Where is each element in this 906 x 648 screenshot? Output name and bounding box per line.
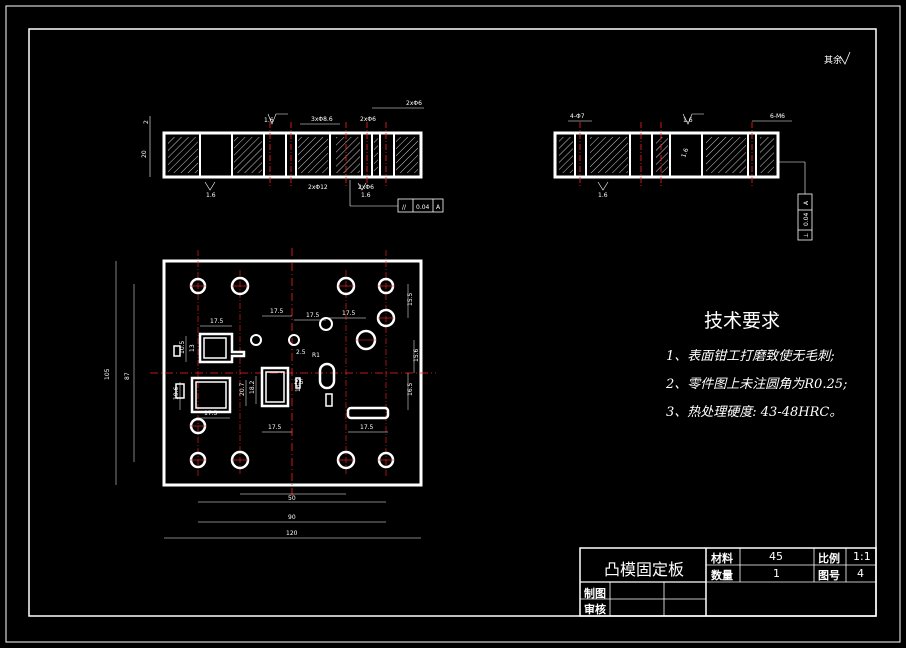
svg-text:17.5: 17.5	[268, 424, 282, 431]
part-name: 凸模固定板	[604, 560, 685, 579]
inner-frame	[28, 28, 877, 617]
quantity-value: 1	[773, 567, 780, 580]
svg-text:20.7: 20.7	[239, 382, 246, 396]
svg-text:16.5: 16.5	[407, 382, 414, 396]
dim-2: 2	[143, 120, 150, 124]
drafter-label: 制图	[584, 587, 606, 600]
svg-text:17.5: 17.5	[210, 318, 224, 325]
scale-label: 比例	[818, 552, 840, 565]
material-value: 45	[769, 550, 783, 563]
svg-text:17.5: 17.5	[342, 310, 356, 317]
svg-text:10.5: 10.5	[179, 340, 186, 354]
svg-text:13.5: 13.5	[295, 378, 302, 392]
tech-req-item-1: 1、表面钳工打磨致使无毛刺;	[666, 349, 835, 364]
svg-text:87: 87	[124, 372, 131, 380]
svg-text:2xΦ6: 2xΦ6	[360, 116, 376, 123]
svg-text:2.5: 2.5	[296, 349, 306, 356]
svg-text:2xΦ6: 2xΦ6	[406, 100, 422, 107]
svg-text:19.6: 19.6	[173, 386, 180, 400]
svg-text:13: 13	[189, 344, 196, 352]
front-view-left: 2 20 1.6 1.6 3xΦ8.6 2xΦ6 2xΦ6 2xΦ12 2xΦ6…	[141, 100, 444, 213]
svg-text:4-Φ7: 4-Φ7	[570, 113, 585, 120]
front-view-right: 4-Φ7 6-M6 1.6 1.6 1.6 A 0.04 ⊥	[553, 113, 813, 241]
svg-text:15.6: 15.6	[413, 348, 420, 362]
checker-label: 审核	[584, 603, 606, 616]
svg-text:1.6: 1.6	[683, 117, 693, 124]
tech-req-title: 技术要求	[704, 310, 781, 332]
svg-text:2xΦ12: 2xΦ12	[308, 184, 328, 191]
svg-text:105: 105	[104, 368, 111, 380]
svg-text:120: 120	[286, 530, 298, 537]
outer-frame	[5, 5, 901, 643]
svg-text:A: A	[436, 204, 441, 211]
svg-text:A: A	[803, 200, 810, 205]
svg-text:1.6: 1.6	[361, 192, 371, 199]
tech-req-item-3: 3、热处理硬度: 43-48HRC。	[666, 405, 843, 420]
dim-20: 20	[141, 150, 148, 158]
svg-text:17.5: 17.5	[204, 410, 218, 417]
svg-text:2.5: 2.5	[294, 379, 304, 386]
svg-text:1.6: 1.6	[598, 192, 608, 199]
title-block	[579, 547, 877, 617]
tech-req-item-2: 2、零件图上未注圆角为R0.25;	[666, 377, 848, 392]
quantity-label: 数量	[711, 569, 733, 582]
svg-text:50: 50	[288, 495, 296, 502]
svg-text:R1: R1	[312, 352, 320, 359]
svg-text:90: 90	[288, 514, 296, 521]
drawing-no-label: 图号	[818, 569, 840, 582]
svg-text:1.6: 1.6	[206, 192, 216, 199]
svg-text:17.5: 17.5	[306, 312, 320, 319]
svg-text:1.6: 1.6	[264, 117, 274, 124]
svg-text:1.6: 1.6	[680, 147, 690, 159]
svg-text:2xΦ6: 2xΦ6	[358, 184, 374, 191]
svg-text:15.5: 15.5	[407, 292, 414, 306]
scale-value: 1:1	[853, 550, 871, 563]
svg-text:0.04: 0.04	[416, 204, 430, 211]
svg-text:18.2: 18.2	[249, 380, 256, 394]
material-label: 材料	[711, 552, 733, 565]
svg-text:3xΦ8.6: 3xΦ8.6	[311, 116, 333, 123]
svg-text:⊥: ⊥	[803, 233, 810, 238]
svg-text:17.5: 17.5	[360, 424, 374, 431]
roughness-note: 其余	[824, 56, 843, 66]
svg-text://: //	[402, 204, 407, 211]
svg-text:0.04: 0.04	[803, 212, 810, 226]
svg-text:17.5: 17.5	[270, 308, 284, 315]
plan-view: 105 87 50 90 120 17.5 17.5 17.5 17.5 17.…	[104, 248, 436, 539]
drawing-no-value: 4	[857, 567, 864, 580]
svg-text:6-M6: 6-M6	[770, 113, 785, 120]
